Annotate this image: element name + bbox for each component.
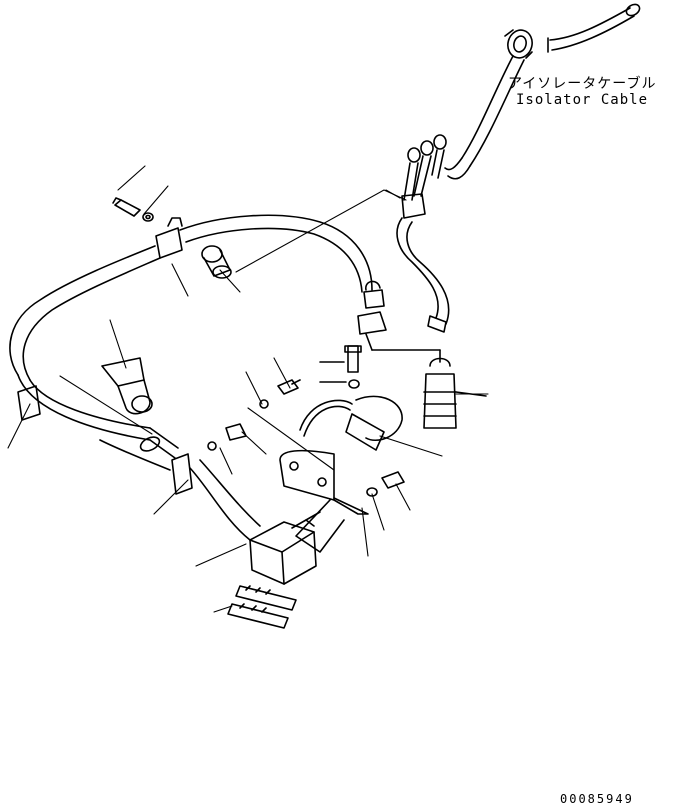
main-cable-clamps <box>18 218 192 494</box>
spacer-collar <box>202 246 231 278</box>
cable-clamp <box>402 194 425 218</box>
left-clamp <box>18 386 40 420</box>
relay-box <box>250 512 320 584</box>
battery-terminal <box>358 281 440 362</box>
lower-plates <box>228 586 296 628</box>
harness-loop <box>300 396 402 450</box>
plug <box>346 414 384 450</box>
callout-label-jp: アイソレータケーブル <box>508 76 657 92</box>
terminal-lugs <box>402 135 446 218</box>
washer <box>143 213 153 221</box>
mid-bolts <box>208 346 404 496</box>
lower-clamp <box>172 454 192 494</box>
callout-label-en: Isolator Cable <box>516 92 649 108</box>
terminal-cap <box>102 358 152 414</box>
upper-bolt <box>113 198 153 221</box>
cable-lower-loop <box>397 218 449 332</box>
mounting-bracket <box>280 451 368 552</box>
drawing-number: 00085949 <box>560 792 634 806</box>
leader-lines <box>8 166 488 612</box>
cable-grommet <box>505 27 535 60</box>
main-cable <box>10 215 372 540</box>
terminal-cover <box>424 359 486 429</box>
isolator-cable <box>445 2 642 179</box>
